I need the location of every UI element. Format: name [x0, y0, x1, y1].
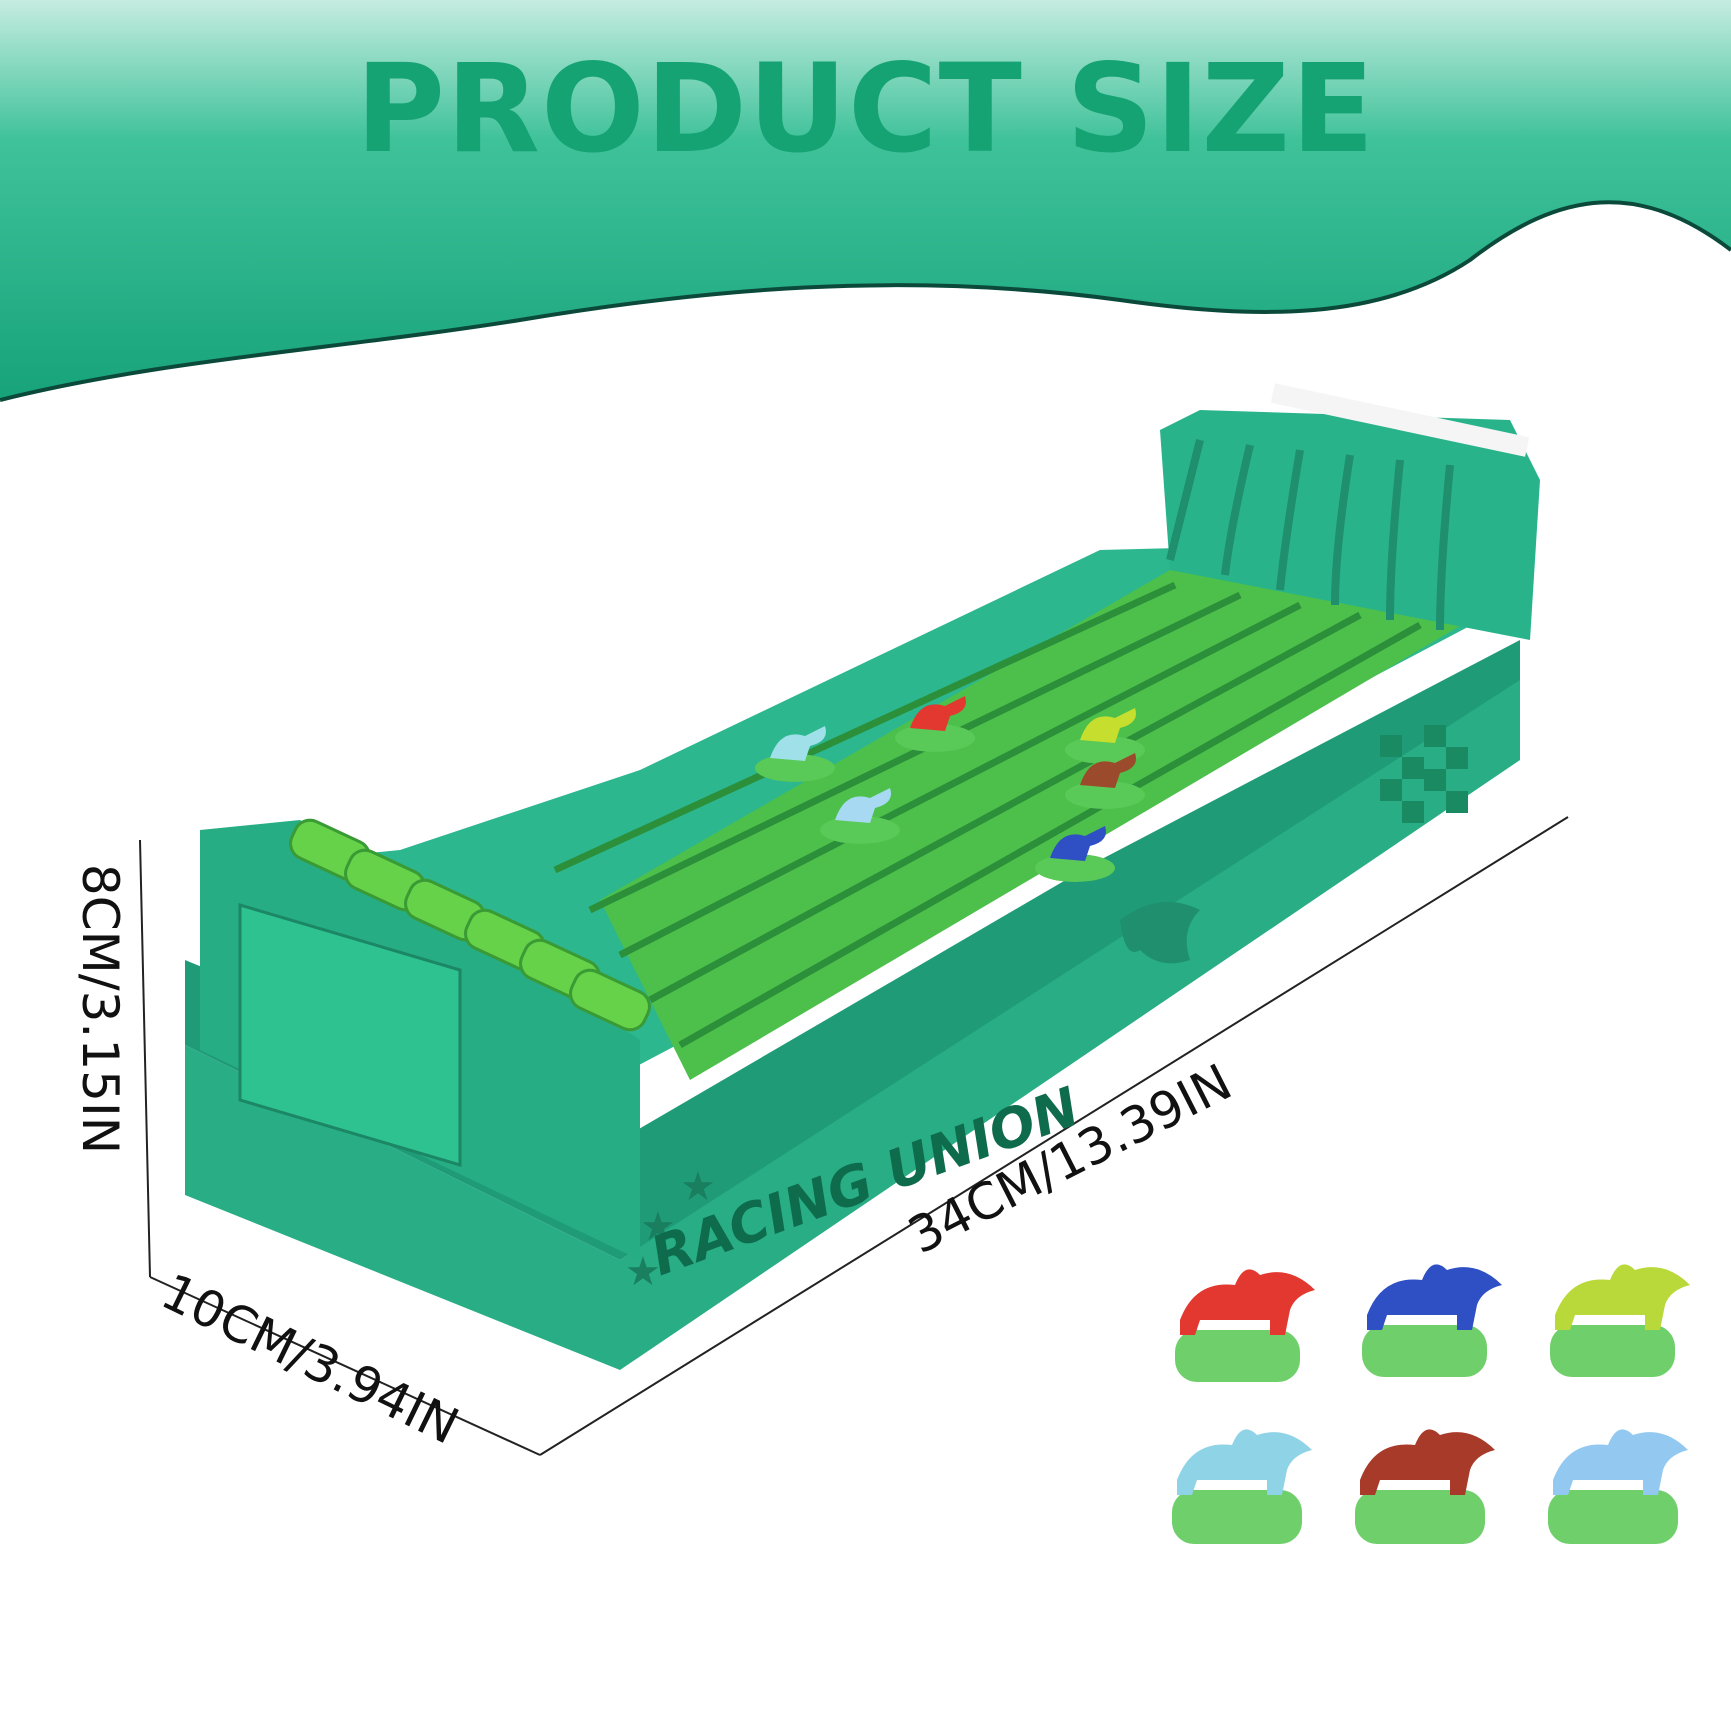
- svg-text:★: ★: [680, 1164, 716, 1210]
- svg-text:★: ★: [625, 1249, 661, 1295]
- horse-piece-brown: [1355, 1429, 1495, 1544]
- horse-piece-yellow-green: [1550, 1264, 1690, 1377]
- svg-text:★: ★: [640, 1204, 676, 1250]
- horse-piece-blue: [1362, 1264, 1502, 1377]
- page-title: PRODUCT SIZE: [355, 38, 1376, 180]
- horse-piece-light-cyan: [1172, 1429, 1312, 1544]
- horse-piece-light-blue: [1548, 1429, 1688, 1544]
- horse-piece-red: [1175, 1269, 1315, 1382]
